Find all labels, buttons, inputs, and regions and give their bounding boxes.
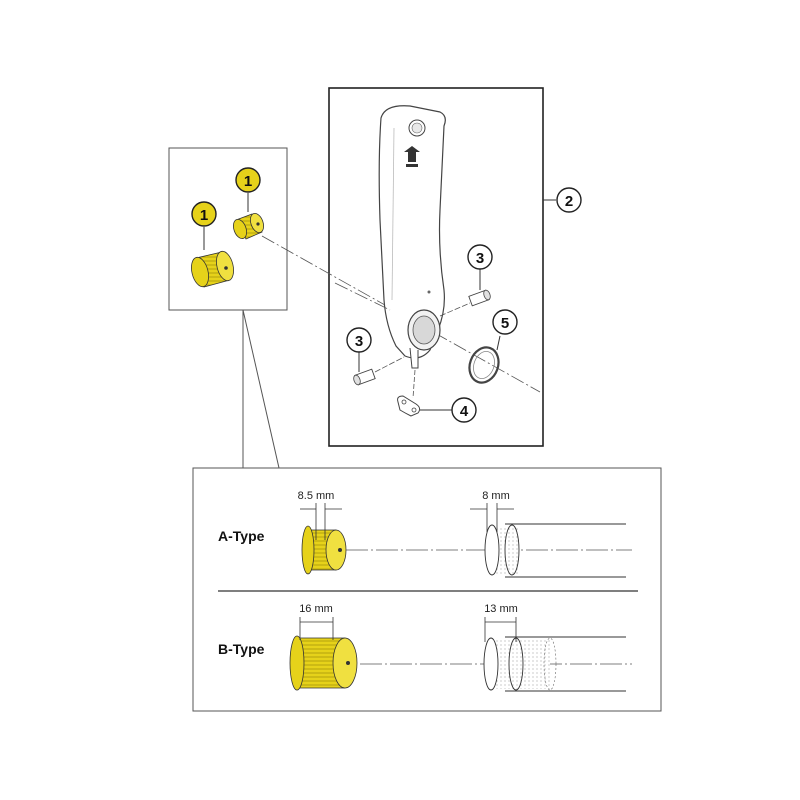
b-type-bolt-dimension: 16 mm	[299, 603, 333, 615]
callout-4	[451, 397, 477, 423]
b-type-bore-dimension: 13 mm	[484, 603, 518, 615]
callout-1-bottom-label: 1	[200, 207, 208, 224]
callout-5-label: 5	[501, 315, 509, 332]
pinch-bolt-left-icon	[353, 368, 376, 386]
crank-bolt-large-icon	[191, 250, 234, 288]
a-type-bore-dimension: 8 mm	[482, 490, 510, 502]
callout-5	[492, 309, 518, 335]
crank-bolt-small-icon	[233, 212, 264, 240]
callout-2	[556, 187, 582, 213]
callout-1-bottom	[191, 201, 217, 227]
logo-icon	[404, 146, 420, 167]
a-type-bolt-icon	[301, 525, 347, 575]
o-ring-icon	[468, 346, 500, 384]
axis-line	[334, 282, 391, 311]
callout-3-left-label: 3	[355, 333, 363, 350]
axis-line	[374, 356, 405, 373]
connector-line	[242, 309, 280, 469]
axis-line	[439, 302, 471, 317]
axis-line	[412, 369, 416, 399]
safety-plate-icon	[397, 395, 421, 417]
a-type-bolt-dimension: 8.5 mm	[298, 490, 335, 502]
callout-3-right-label: 3	[476, 250, 484, 267]
pinch-bolt-right-icon	[468, 289, 491, 307]
callout-1-top-label: 1	[244, 173, 252, 190]
crank-frame	[328, 87, 544, 447]
b-type-label: B-Type	[218, 641, 265, 657]
a-type-label: A-Type	[218, 528, 265, 544]
callout-1-top	[235, 167, 261, 193]
callout-3-right	[467, 244, 493, 270]
b-type-bore-icon	[483, 636, 626, 692]
detail-frame	[192, 467, 662, 712]
b-type-bolt-icon	[289, 635, 358, 691]
crank-arm-icon	[378, 105, 446, 369]
a-type-bore-icon	[484, 523, 626, 578]
callout-4-label: 4	[460, 403, 469, 420]
callout-2-label: 2	[565, 193, 573, 210]
bolt-inset-frame	[168, 147, 288, 311]
callout-3-left	[346, 327, 372, 353]
